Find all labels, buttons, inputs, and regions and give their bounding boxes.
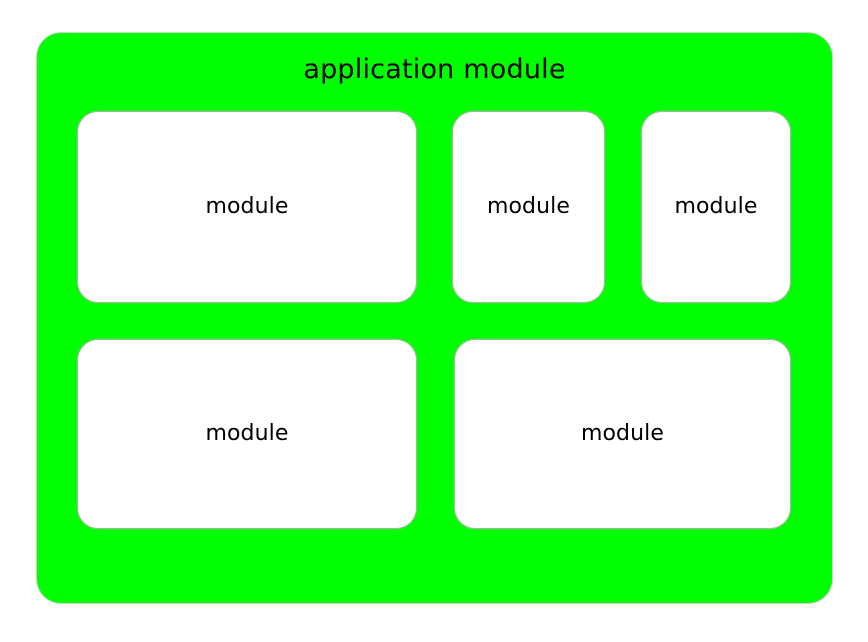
module-box[interactable]: module (78, 112, 416, 302)
module-box-label: module (205, 421, 289, 446)
module-box[interactable]: module (455, 340, 790, 528)
application-module-title: application module (303, 54, 566, 85)
module-box[interactable]: module (453, 112, 604, 302)
module-box-label: module (205, 194, 289, 219)
module-box-label: module (486, 194, 571, 219)
module-box-label: module (674, 194, 758, 219)
application-module-container: application module module module module … (37, 33, 832, 603)
module-box-label: module (580, 421, 665, 446)
module-box[interactable]: module (642, 112, 790, 302)
module-box[interactable]: module (78, 340, 416, 528)
